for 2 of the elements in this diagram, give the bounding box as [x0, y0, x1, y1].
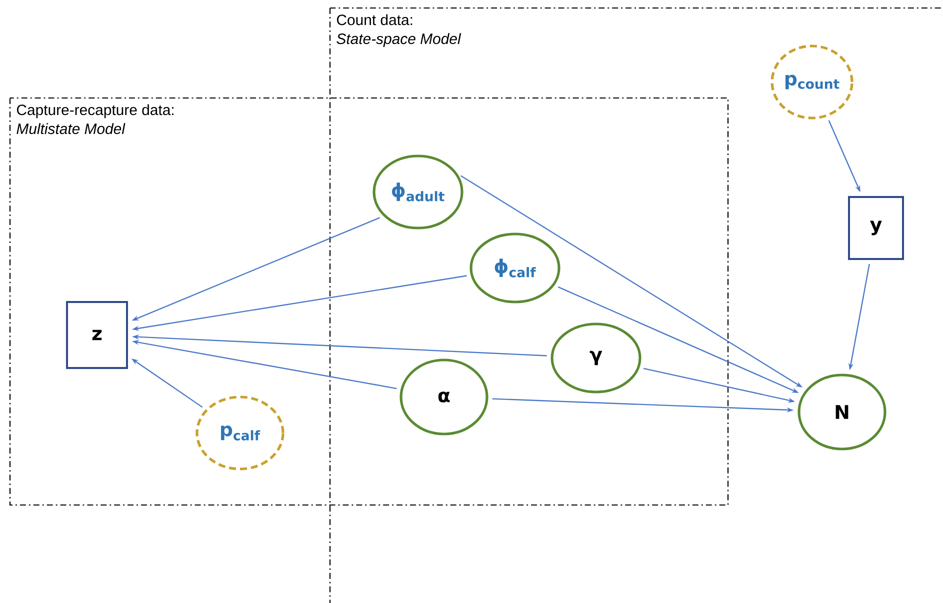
state-box: z	[66, 301, 128, 369]
state-box: y	[848, 196, 904, 260]
